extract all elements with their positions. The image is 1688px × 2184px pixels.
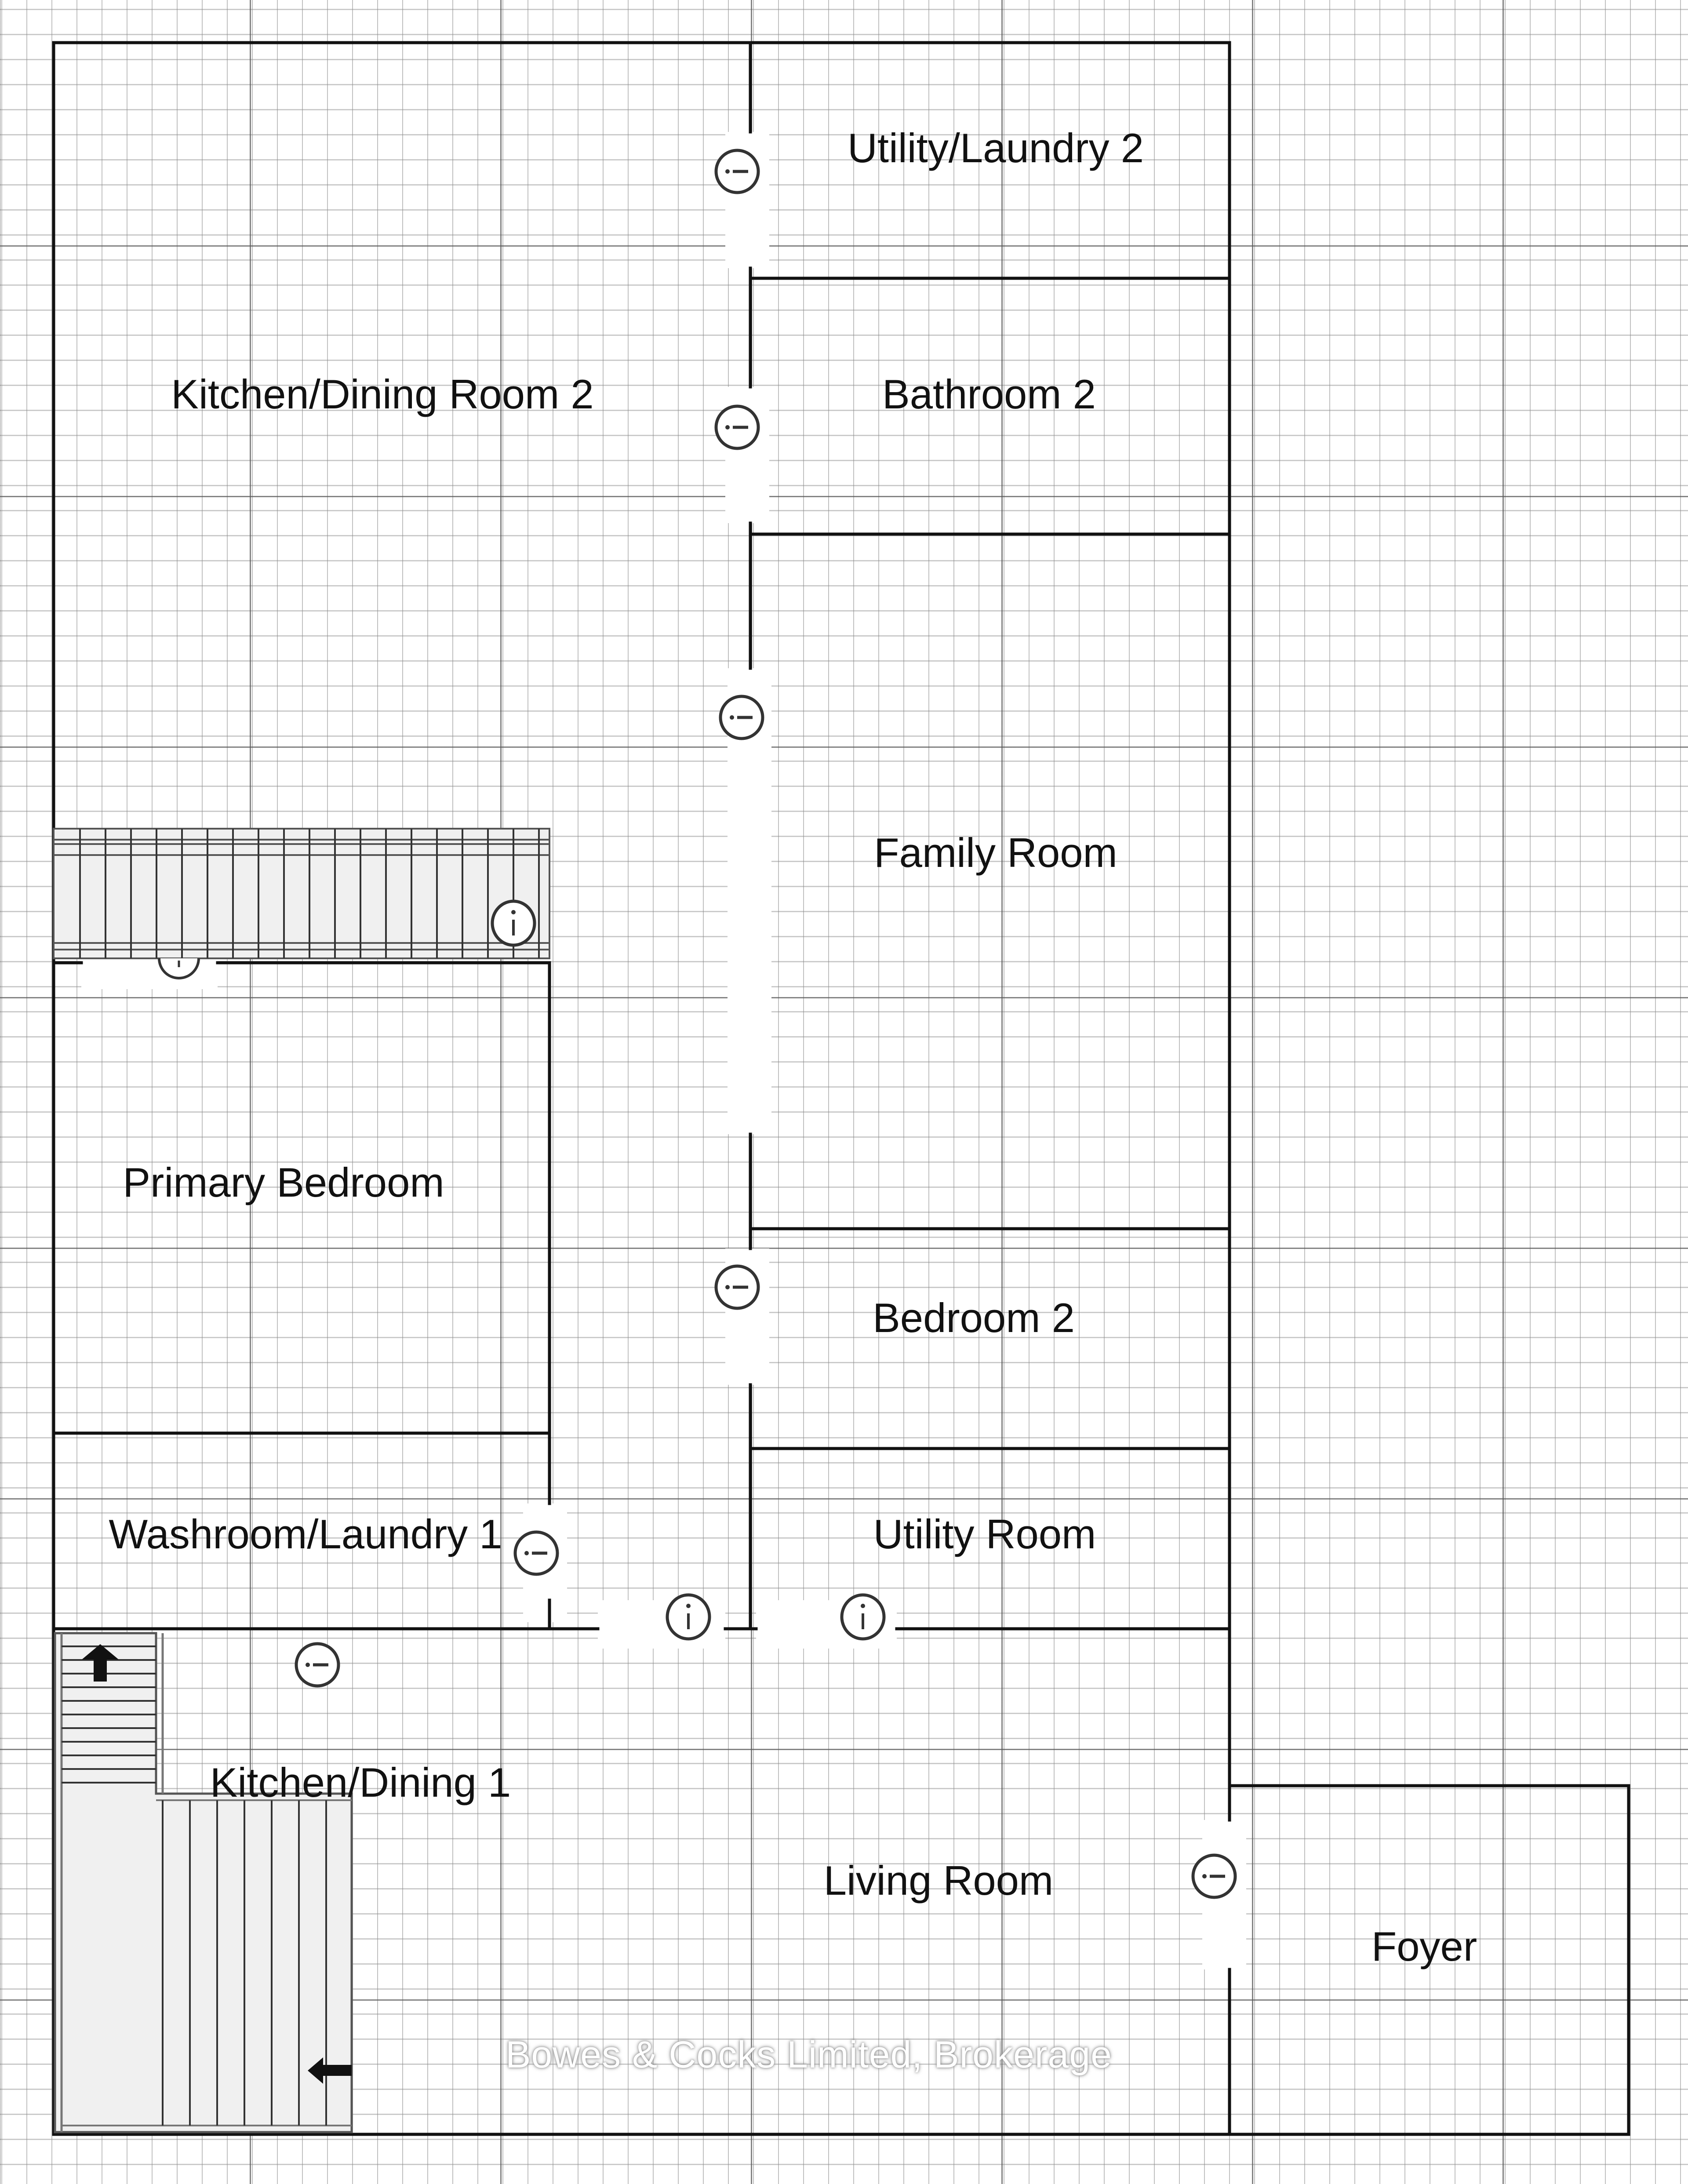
arrow-left-icon: [308, 2057, 352, 2084]
room-label-kitchen-dining-2: Kitchen/Dining Room 2: [171, 371, 594, 417]
door-icon[interactable]: [714, 404, 760, 450]
room-label-utility-laundry-2: Utility/Laundry 2: [848, 125, 1144, 171]
watermark: Bowes & Cocks Limited, Brokerage: [506, 2034, 1112, 2076]
room-label-primary-bedroom: Primary Bedroom: [123, 1159, 444, 1205]
room-label-bedroom-2: Bedroom 2: [873, 1295, 1075, 1341]
staircase-upper: [53, 828, 550, 959]
info-icon[interactable]: [666, 1593, 711, 1641]
door-icon[interactable]: [513, 1530, 559, 1576]
room-label-bathroom-2: Bathroom 2: [882, 371, 1096, 417]
room-label-kitchen-dining-1: Kitchen/Dining 1: [210, 1759, 511, 1805]
door-icon[interactable]: [295, 1642, 340, 1688]
info-icon[interactable]: [840, 1593, 886, 1641]
walls: [52, 41, 1630, 2136]
door-icon[interactable]: [714, 149, 760, 194]
info-icon[interactable]: [491, 899, 536, 947]
room-label-washroom-laundry-1: Washroom/Laundry 1: [109, 1511, 502, 1557]
room-label-family-room: Family Room: [874, 830, 1117, 876]
door-icon[interactable]: [1191, 1853, 1237, 1899]
info-icon[interactable]: [158, 958, 200, 979]
arrow-up-icon: [82, 1644, 119, 1682]
room-label-utility-room: Utility Room: [873, 1511, 1096, 1557]
room-label-foyer: Foyer: [1371, 1923, 1477, 1969]
room-label-living-room: Living Room: [823, 1857, 1054, 1904]
staircase-lower: [54, 1632, 353, 2133]
door-icon[interactable]: [714, 1264, 760, 1310]
door-icon[interactable]: [719, 695, 764, 740]
